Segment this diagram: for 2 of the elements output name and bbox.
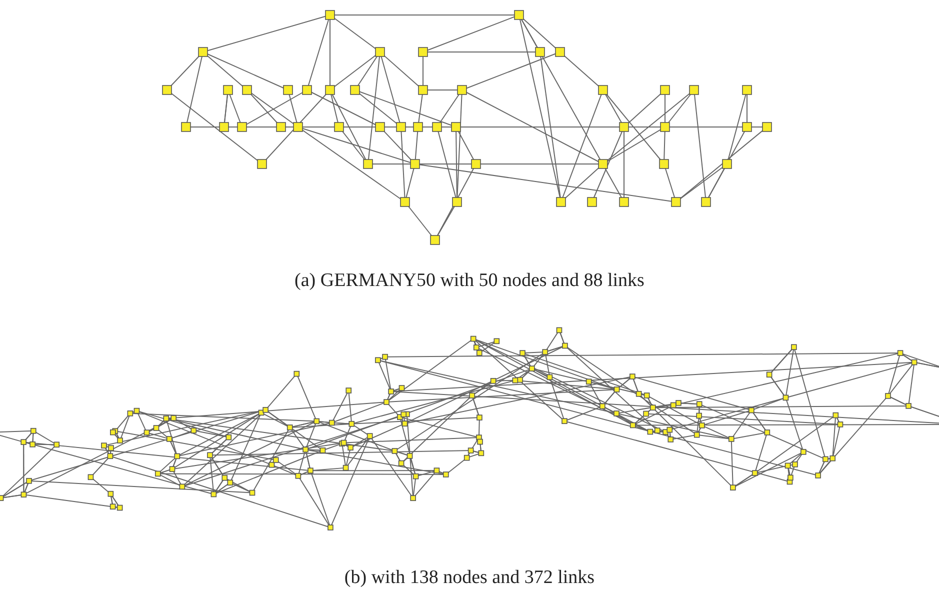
figure-caption: (a) GERMANY50 with 50 nodes and 88 links: [294, 270, 646, 292]
figure-caption: (b) with 138 nodes and 372 links: [343, 567, 596, 589]
